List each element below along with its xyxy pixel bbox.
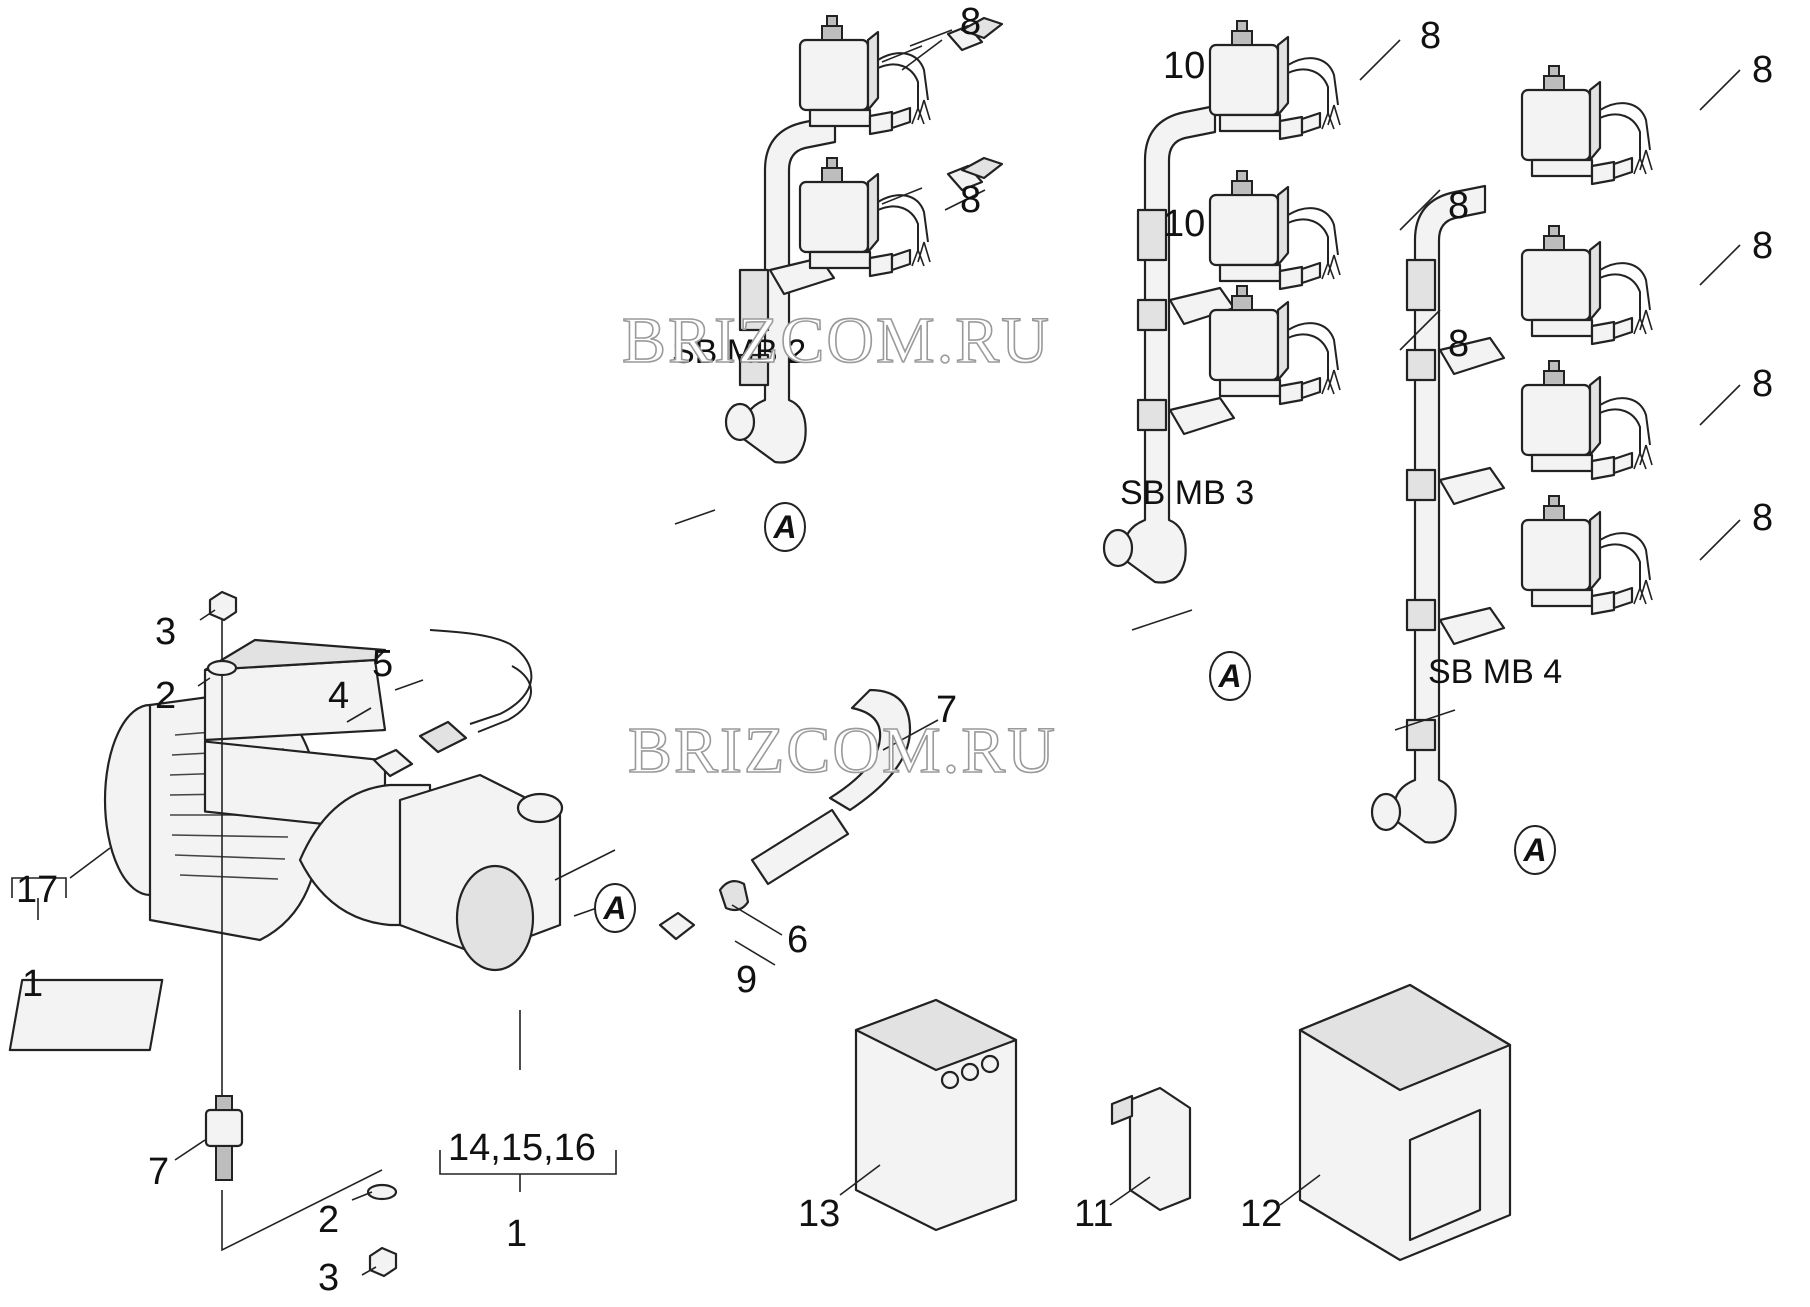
manifold-sb-mb-3 [1102, 19, 1342, 584]
control-box-12 [1298, 983, 1512, 1262]
watermark: BRIZCOM.RU [628, 714, 1057, 787]
callout-8: 8 [960, 1, 981, 43]
section-label-sb-mb-4: SB MB 4 [1428, 653, 1562, 691]
callout-4: 4 [328, 675, 349, 717]
manifold-sb-mb-4 [1370, 64, 1654, 844]
callout-8: 8 [1448, 323, 1469, 365]
manifold-sb-mb-2 [724, 14, 932, 464]
cable-gland [372, 629, 533, 778]
callout-11: 11 [1074, 1193, 1113, 1235]
fitting-10-top [881, 16, 1004, 63]
callout-3: 3 [318, 1257, 339, 1299]
fitting-10-bottom [881, 156, 1004, 205]
callout-6: 6 [787, 919, 808, 961]
callout-3: 3 [155, 611, 176, 653]
hose-assembly [658, 688, 912, 941]
leader-lines [11, 29, 1741, 1276]
section-label-sb-mb-2: SB MB 2 [672, 333, 806, 371]
callout-13: 13 [798, 1193, 840, 1235]
watermark: BRIZCOM.RU [622, 304, 1051, 377]
callout-8: 8 [1448, 185, 1469, 227]
callout-10: 10 [1163, 203, 1205, 245]
callout-2: 2 [155, 675, 176, 717]
callout-5: 5 [372, 643, 393, 685]
callout-9: 9 [736, 959, 757, 1001]
pump-motor [8, 638, 616, 1052]
relay-11 [1110, 1086, 1192, 1212]
mounting-hardware [204, 590, 398, 1278]
callout-2: 2 [318, 1199, 339, 1241]
callout-14-15-16: 14,15,16 [448, 1127, 596, 1169]
callout-8: 8 [1752, 497, 1773, 539]
callout-17: 17 [16, 869, 58, 911]
callout-8: 8 [960, 179, 981, 221]
callout-8: 8 [1752, 363, 1773, 405]
callout-7: 7 [148, 1151, 169, 1193]
callout-10: 10 [1163, 45, 1205, 87]
callout-8: 8 [1752, 49, 1773, 91]
callout-8: 8 [1420, 15, 1441, 57]
callout-12: 12 [1240, 1193, 1282, 1235]
section-label-sb-mb-3: SB MB 3 [1120, 474, 1254, 512]
callout-8: 8 [1752, 225, 1773, 267]
callout-1: 1 [506, 1213, 527, 1255]
callout-1: 1 [22, 963, 43, 1005]
callout-7: 7 [936, 689, 957, 731]
contactor-13 [854, 998, 1018, 1232]
